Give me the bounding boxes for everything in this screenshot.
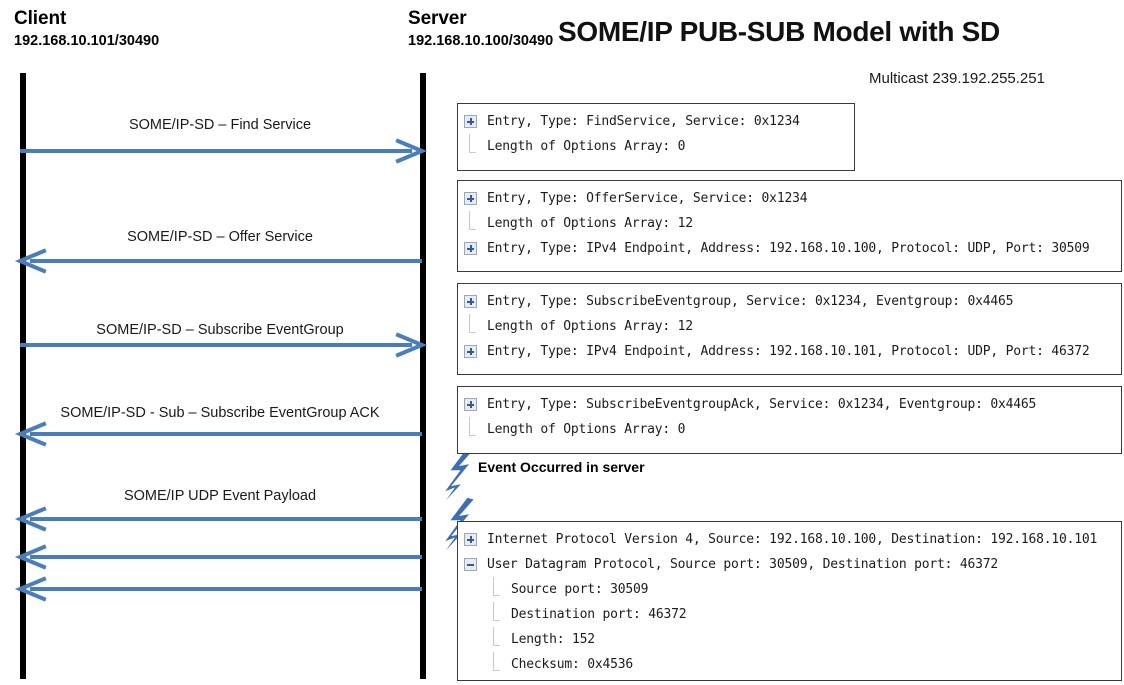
server-lifeline <box>420 73 426 679</box>
tree-branch-icon <box>464 211 477 230</box>
event-occurred-label: Event Occurred in server <box>478 459 645 475</box>
message-arrow-1 <box>14 248 425 274</box>
multicast-label: Multicast 239.192.255.251 <box>869 70 1045 87</box>
message-arrow-6 <box>14 576 425 602</box>
packet-detail-box-3[interactable]: Entry, Type: SubscribeEventgroupAck, Ser… <box>457 386 1122 454</box>
packet-row-text: Length of Options Array: 0 <box>487 422 686 437</box>
collapse-minus-icon[interactable] <box>464 558 477 571</box>
tree-branch-icon <box>464 417 477 436</box>
page-title: SOME/IP PUB-SUB Model with SD <box>558 16 1000 47</box>
client-lifeline <box>20 73 26 679</box>
tree-branch-icon <box>488 602 501 621</box>
expand-plus-icon[interactable] <box>464 242 477 255</box>
message-label-1: SOME/IP-SD – Offer Service <box>127 229 313 245</box>
server-actor-address: 192.168.10.100/30490 <box>408 33 554 49</box>
expand-plus-icon[interactable] <box>464 115 477 128</box>
packet-row[interactable]: Entry, Type: OfferService, Service: 0x12… <box>458 186 1121 211</box>
packet-row-text: Entry, Type: FindService, Service: 0x123… <box>487 114 800 129</box>
packet-row[interactable]: Internet Protocol Version 4, Source: 192… <box>458 527 1121 552</box>
packet-row-text: Entry, Type: OfferService, Service: 0x12… <box>487 191 808 206</box>
packet-row[interactable]: Entry, Type: IPv4 Endpoint, Address: 192… <box>458 236 1121 261</box>
packet-row[interactable]: Length of Options Array: 12 <box>458 211 1121 236</box>
message-label-0: SOME/IP-SD – Find Service <box>128 117 312 133</box>
packet-row-text: Internet Protocol Version 4, Source: 192… <box>487 532 1098 547</box>
message-arrow-5 <box>14 544 425 570</box>
message-label-2: SOME/IP-SD – Subscribe EventGroup <box>96 322 344 338</box>
packet-row-text: Entry, Type: SubscribeEventgroup, Servic… <box>487 294 1014 309</box>
packet-detail-box-2[interactable]: Entry, Type: SubscribeEventgroup, Servic… <box>457 283 1122 375</box>
message-label-4: SOME/IP UDP Event Payload <box>123 488 317 504</box>
packet-row[interactable]: Checksum: 0x4536 <box>458 652 1121 677</box>
server-actor-name: Server <box>408 8 467 29</box>
packet-detail-box-4[interactable]: Internet Protocol Version 4, Source: 192… <box>457 521 1122 681</box>
packet-row[interactable]: User Datagram Protocol, Source port: 305… <box>458 552 1121 577</box>
packet-row-text: Entry, Type: IPv4 Endpoint, Address: 192… <box>487 241 1090 256</box>
packet-row[interactable]: Length of Options Array: 0 <box>458 417 1121 442</box>
packet-row[interactable]: Source port: 30509 <box>458 577 1121 602</box>
packet-row[interactable]: Entry, Type: IPv4 Endpoint, Address: 192… <box>458 339 1121 364</box>
packet-row[interactable]: Entry, Type: SubscribeEventgroupAck, Ser… <box>458 392 1121 417</box>
tree-branch-icon <box>464 314 477 333</box>
packet-row-text: Length of Options Array: 12 <box>487 319 693 334</box>
client-actor-name: Client <box>14 8 67 29</box>
packet-row-text: Entry, Type: IPv4 Endpoint, Address: 192… <box>487 344 1090 359</box>
expand-plus-icon[interactable] <box>464 345 477 358</box>
packet-row-text: Length of Options Array: 12 <box>487 216 693 231</box>
packet-row-text: Entry, Type: SubscribeEventgroupAck, Ser… <box>487 397 1037 412</box>
packet-row[interactable]: Length of Options Array: 0 <box>458 134 854 159</box>
message-arrow-0 <box>20 138 428 164</box>
packet-row[interactable]: Length: 152 <box>458 627 1121 652</box>
packet-row-text: Source port: 30509 <box>511 582 649 597</box>
message-arrow-3 <box>14 421 425 447</box>
message-arrow-4 <box>14 506 425 532</box>
expand-plus-icon[interactable] <box>464 295 477 308</box>
client-actor-address: 192.168.10.101/30490 <box>14 33 160 49</box>
packet-row-text: Length: 152 <box>511 632 595 647</box>
packet-detail-box-1[interactable]: Entry, Type: OfferService, Service: 0x12… <box>457 180 1122 272</box>
packet-row-text: Destination port: 46372 <box>511 607 687 622</box>
tree-branch-icon <box>488 652 501 671</box>
tree-branch-icon <box>464 134 477 153</box>
packet-row[interactable]: Destination port: 46372 <box>458 602 1121 627</box>
packet-row-text: Checksum: 0x4536 <box>511 657 634 672</box>
packet-row-text: Length of Options Array: 0 <box>487 139 686 154</box>
expand-plus-icon[interactable] <box>464 533 477 546</box>
tree-branch-icon <box>488 577 501 596</box>
expand-plus-icon[interactable] <box>464 192 477 205</box>
packet-row-text: User Datagram Protocol, Source port: 305… <box>487 557 998 572</box>
expand-plus-icon[interactable] <box>464 398 477 411</box>
message-label-3: SOME/IP-SD - Sub – Subscribe EventGroup … <box>60 405 380 421</box>
tree-branch-icon <box>488 627 501 646</box>
lightning-bolt-icon-1 <box>437 447 479 509</box>
packet-row[interactable]: Length of Options Array: 12 <box>458 314 1121 339</box>
message-arrow-2 <box>20 332 428 358</box>
packet-detail-box-0[interactable]: Entry, Type: FindService, Service: 0x123… <box>457 103 855 171</box>
packet-row[interactable]: Entry, Type: FindService, Service: 0x123… <box>458 109 854 134</box>
packet-row[interactable]: Entry, Type: SubscribeEventgroup, Servic… <box>458 289 1121 314</box>
